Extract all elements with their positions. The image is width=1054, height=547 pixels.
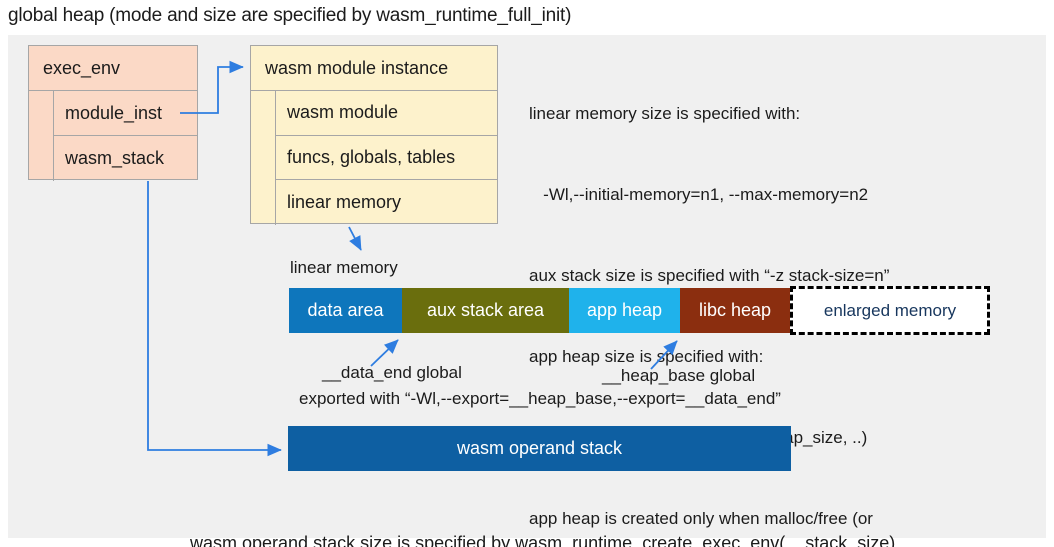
exec-env-header: exec_env [29, 46, 197, 91]
exec-env-box: exec_env module_inst wasm_stack [28, 45, 198, 181]
note-line: wasm operand stack size is specified by … [190, 533, 896, 547]
wasm-operand-stack-bar: wasm operand stack [288, 426, 791, 471]
wasm-module-instance-box: wasm module instance wasm module funcs, … [250, 45, 498, 225]
instance-row-linear-memory: linear memory [287, 191, 402, 212]
segment-libc-heap: libc heap [680, 288, 790, 333]
wasm-module-instance-body: wasm module funcs, globals, tables linea… [251, 91, 497, 225]
exec-env-row-wasm-stack: wasm_stack [65, 148, 165, 168]
linear-memory-label: linear memory [290, 258, 398, 277]
segment-data-area: data area [289, 288, 402, 333]
note-line: linear memory size is specified with: [529, 104, 801, 123]
exec-env-body: module_inst wasm_stack [29, 91, 197, 181]
instance-row-wasm-module: wasm module [276, 91, 497, 136]
instance-row-funcs-globals-tables: funcs, globals, tables [276, 136, 497, 181]
segment-enlarged-memory: enlarged memory [790, 286, 990, 335]
exec-env-row-module-inst: module_inst [54, 91, 197, 136]
data-end-global-label: __data_end global [322, 363, 462, 382]
heap-base-global-label: __heap_base global [602, 366, 756, 385]
note-line: app heap is created only when malloc/fre… [529, 509, 873, 528]
exec-env-indent [29, 91, 54, 181]
export-flags-label: exported with “-Wl,--export=__heap_base,… [299, 389, 781, 408]
linear-memory-bar: data area aux stack area app heap libc h… [289, 286, 990, 335]
notes-bottom: wasm operand stack size is specified by … [190, 478, 1050, 547]
note-line: aux stack size is specified with “-z sta… [529, 266, 890, 285]
segment-app-heap: app heap [569, 288, 680, 333]
page-title: global heap (mode and size are specified… [8, 5, 572, 26]
wasm-module-instance-header: wasm module instance [251, 46, 497, 91]
note-line: -Wl,--initial-memory=n1, --max-memory=n2 [529, 185, 869, 204]
segment-aux-stack-area: aux stack area [402, 288, 569, 333]
wasm-module-instance-indent [251, 91, 276, 225]
